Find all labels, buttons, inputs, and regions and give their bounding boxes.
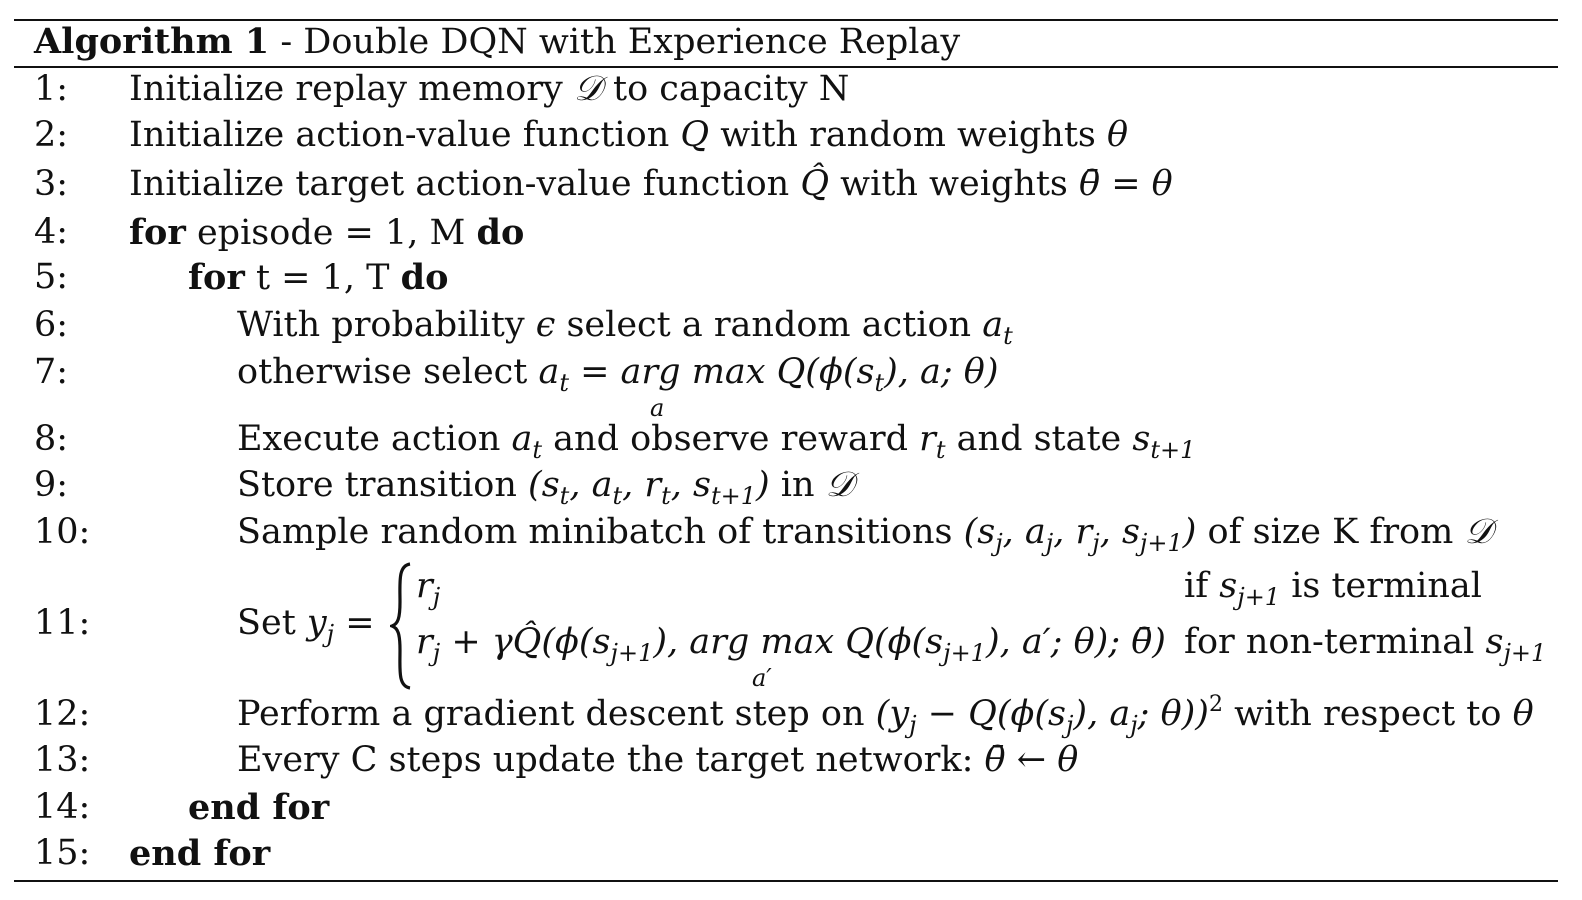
line-15: end for (129, 833, 271, 874)
top-rule (14, 19, 1558, 21)
line-number: 11: (34, 603, 91, 643)
argmax-subscript-2: a′ (752, 664, 772, 692)
argmax-subscript: a (650, 394, 665, 422)
line-7: otherwise select at = arg max Q(ϕ(st), a… (237, 352, 999, 397)
line-number: 12: (34, 694, 91, 734)
line-6: With probability ϵ select a random actio… (237, 305, 1013, 350)
case-1-expr: rj (416, 566, 441, 611)
case-2-condition: for non-terminal sj+1 (1184, 622, 1547, 667)
line-2: Initialize action-value function Q with … (129, 115, 1129, 155)
line-9: Store transition (st, at, rt, st+1) in 𝒟 (237, 465, 854, 510)
line-4: for episode = 1, M do (129, 212, 525, 253)
line-11-lhs: Set yj = (237, 603, 375, 648)
case-2-expr: rj + γQ̂(ϕ(sj+1), arg max Q(ϕ(sj+1), a′;… (416, 622, 1166, 667)
line-8: Execute action at and observe reward rt … (237, 419, 1196, 464)
line-1: Initialize replay memory 𝒟 to capacity N (129, 69, 850, 109)
algorithm-title: Algorithm 1 - Double DQN with Experience… (34, 20, 960, 64)
line-number: 1: (34, 69, 69, 109)
line-5: for t = 1, T do (188, 257, 449, 298)
bottom-rule (14, 880, 1558, 882)
line-number: 2: (34, 115, 69, 155)
line-10: Sample random minibatch of transitions (… (237, 512, 1493, 557)
header-rule (14, 66, 1558, 68)
line-12: Perform a gradient descent step on (yj −… (237, 692, 1534, 739)
line-number: 9: (34, 465, 69, 505)
line-3: Initialize target action-value function … (129, 164, 1173, 204)
line-number: 15: (34, 833, 91, 873)
line-14: end for (188, 787, 330, 828)
line-number: 10: (34, 512, 91, 552)
line-number: 4: (34, 212, 69, 252)
line-number: 13: (34, 740, 91, 780)
line-number: 14: (34, 787, 91, 827)
line-13: Every C steps update the target network:… (237, 740, 1079, 780)
cases-brace-icon (386, 562, 412, 690)
algorithm-title-text: - Double DQN with Experience Replay (269, 22, 961, 62)
case-1-condition: if sj+1 is terminal (1184, 566, 1482, 611)
line-number: 7: (34, 352, 69, 392)
algorithm-label: Algorithm 1 (34, 21, 270, 62)
line-number: 8: (34, 419, 69, 459)
line-number: 6: (34, 305, 69, 345)
line-number: 5: (34, 257, 69, 297)
line-number: 3: (34, 164, 69, 204)
